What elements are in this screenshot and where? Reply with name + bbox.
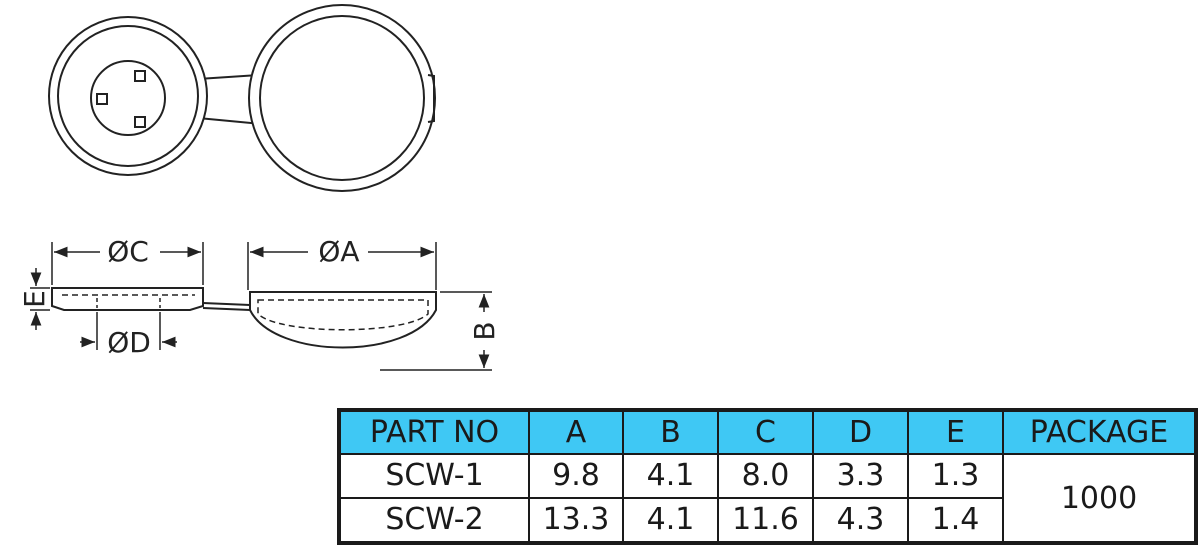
col-header-b: B bbox=[622, 409, 719, 455]
cell-part-no: SCW-1 bbox=[338, 453, 530, 499]
table-header-row: PART NO A B C D E PACKAGE bbox=[338, 409, 1197, 455]
col-header-e: E bbox=[907, 409, 1004, 455]
side-view-base bbox=[249, 291, 437, 349]
locating-tab bbox=[134, 116, 146, 128]
dimensions bbox=[30, 242, 492, 371]
col-header-package: PACKAGE bbox=[1002, 409, 1197, 455]
locating-tab bbox=[134, 70, 146, 82]
spec-table: PART NO A B C D E PACKAGE SCW-1 9.8 4.1 … bbox=[337, 408, 1198, 545]
base-notch bbox=[427, 74, 435, 123]
dim-label-b: B bbox=[468, 321, 501, 340]
col-header-c: C bbox=[717, 409, 814, 455]
cell-d: 3.3 bbox=[812, 453, 909, 499]
base-inner-ring bbox=[259, 15, 425, 181]
base-outer-ring bbox=[248, 4, 436, 192]
dim-label-d: ØD bbox=[107, 326, 151, 359]
cap-bore bbox=[90, 60, 166, 136]
col-header-part-no: PART NO bbox=[338, 409, 530, 455]
hinge-link bbox=[202, 302, 251, 311]
cell-b: 4.1 bbox=[622, 496, 719, 545]
cell-a: 13.3 bbox=[528, 496, 624, 545]
col-header-a: A bbox=[528, 409, 624, 455]
locating-tab bbox=[96, 93, 108, 105]
cell-d: 4.3 bbox=[812, 496, 909, 545]
table-row: SCW-1 9.8 4.1 8.0 3.3 1.3 1000 bbox=[338, 453, 1197, 544]
cell-c: 8.0 bbox=[717, 453, 814, 499]
dim-label-a: ØA bbox=[318, 235, 359, 268]
cell-c: 11.6 bbox=[717, 496, 814, 545]
cell-e: 1.3 bbox=[907, 453, 1004, 499]
cell-package: 1000 bbox=[1002, 453, 1197, 544]
cell-e: 1.4 bbox=[907, 496, 1004, 545]
col-header-d: D bbox=[812, 409, 909, 455]
dim-label-e: E bbox=[18, 290, 51, 308]
dim-label-c: ØC bbox=[107, 235, 149, 268]
cap-outer-ring bbox=[48, 16, 208, 176]
cap-inner-ring bbox=[57, 25, 199, 167]
top-view bbox=[48, 4, 436, 192]
side-view-cap bbox=[51, 287, 251, 311]
table-row: SCW-2 13.3 4.1 11.6 4.3 1.4 bbox=[338, 496, 1196, 545]
cell-b: 4.1 bbox=[622, 453, 719, 499]
cell-a: 9.8 bbox=[528, 453, 624, 499]
cell-part-no: SCW-2 bbox=[338, 496, 530, 545]
